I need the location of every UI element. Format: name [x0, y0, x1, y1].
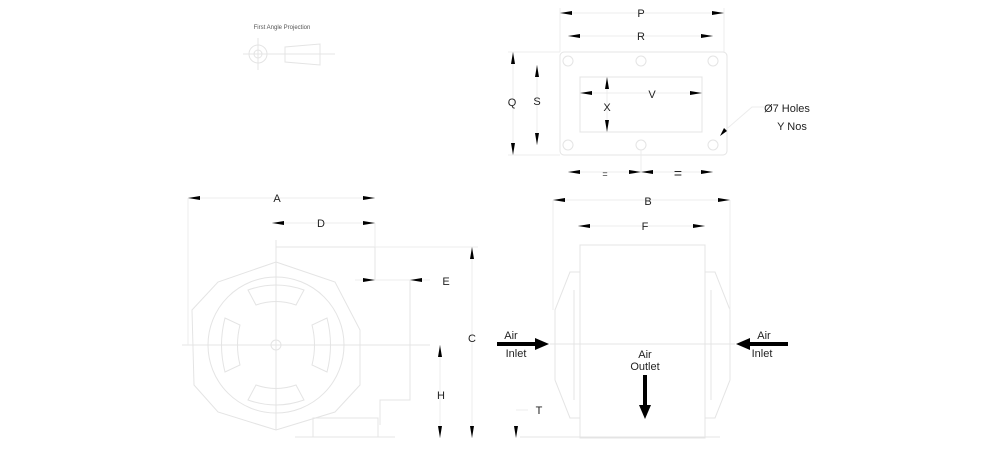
left-inlet-label-air: Air: [504, 330, 518, 342]
dimension-arrowhead: [470, 426, 474, 438]
front-view: B F T Air Inlet Air Inlet Air Outlet: [497, 196, 788, 439]
dim-a: A: [273, 193, 281, 205]
dimension-arrowhead: [560, 11, 572, 15]
dimension-arrowhead: [580, 91, 592, 95]
mounting-holes: [562, 55, 719, 151]
plan-view: P R Q S X V = = Ø7 Holes Y Nos: [508, 8, 810, 181]
dimension-arrowhead: [438, 426, 442, 438]
projection-label: First Angle Projection: [254, 25, 311, 31]
dim-s: S: [533, 96, 540, 108]
dim-r: R: [637, 31, 645, 43]
dim-b: B: [644, 196, 651, 208]
dimension-arrowhead: [605, 77, 609, 89]
dim-q: Q: [508, 97, 517, 109]
left-air-inlet-arrow: [497, 338, 549, 350]
dimension-arrowhead: [410, 278, 422, 282]
dimension-arrowhead: [718, 198, 730, 202]
dim-t: T: [536, 405, 543, 417]
dimension-arrowhead: [701, 34, 713, 38]
dimension-arrowhead: [553, 198, 565, 202]
dim-d: D: [317, 218, 325, 230]
dim-equal-right: =: [674, 165, 682, 181]
dimension-arrowhead: [438, 345, 442, 357]
dimension-arrowhead: [605, 120, 609, 132]
dimension-arrowhead: [690, 91, 702, 95]
holes-note-diameter: Ø7 Holes: [764, 103, 810, 115]
side-view: A D E C H: [182, 193, 478, 438]
dimension-arrowhead: [629, 170, 641, 174]
holes-leader-arrowhead: [720, 128, 727, 136]
right-inlet-label-air: Air: [757, 330, 771, 342]
dimension-arrowheads: [188, 11, 730, 438]
dim-p: P: [637, 8, 644, 20]
dimension-arrowhead: [535, 65, 539, 77]
outlet-label-outlet: Outlet: [630, 361, 659, 373]
dim-f: F: [642, 221, 649, 233]
dimension-arrowhead: [470, 247, 474, 259]
dim-e: E: [442, 276, 449, 288]
dim-h: H: [437, 390, 445, 402]
dim-v: V: [648, 89, 656, 101]
dimension-arrowhead: [363, 278, 375, 282]
right-air-inlet-arrow: [736, 338, 788, 350]
dimension-arrowhead: [701, 170, 713, 174]
dimension-arrowhead: [511, 143, 515, 155]
dimension-arrowhead: [272, 221, 284, 225]
air-outlet-arrow: [639, 375, 651, 419]
right-inlet-label-inlet: Inlet: [752, 348, 773, 360]
left-inlet-label-inlet: Inlet: [506, 348, 527, 360]
outlet-label-air: Air: [638, 349, 652, 361]
dimension-arrowhead: [188, 196, 200, 200]
dimension-arrowhead: [535, 133, 539, 145]
dim-c: C: [468, 333, 476, 345]
dimension-arrowhead: [514, 426, 518, 438]
dimension-arrowhead: [363, 196, 375, 200]
dimension-arrowhead: [363, 221, 375, 225]
dimension-arrowhead: [693, 224, 705, 228]
holes-note-count: Y Nos: [777, 121, 807, 133]
dim-x: X: [603, 102, 611, 114]
dimension-arrowhead: [568, 170, 580, 174]
dimension-arrowhead: [568, 34, 580, 38]
projection-symbol: First Angle Projection: [243, 25, 335, 70]
dimension-arrowhead: [578, 224, 590, 228]
dimension-arrowhead: [641, 170, 653, 174]
dimension-arrowhead: [511, 52, 515, 64]
dim-equal-left: =: [602, 169, 607, 179]
dimension-arrowhead: [712, 11, 724, 15]
